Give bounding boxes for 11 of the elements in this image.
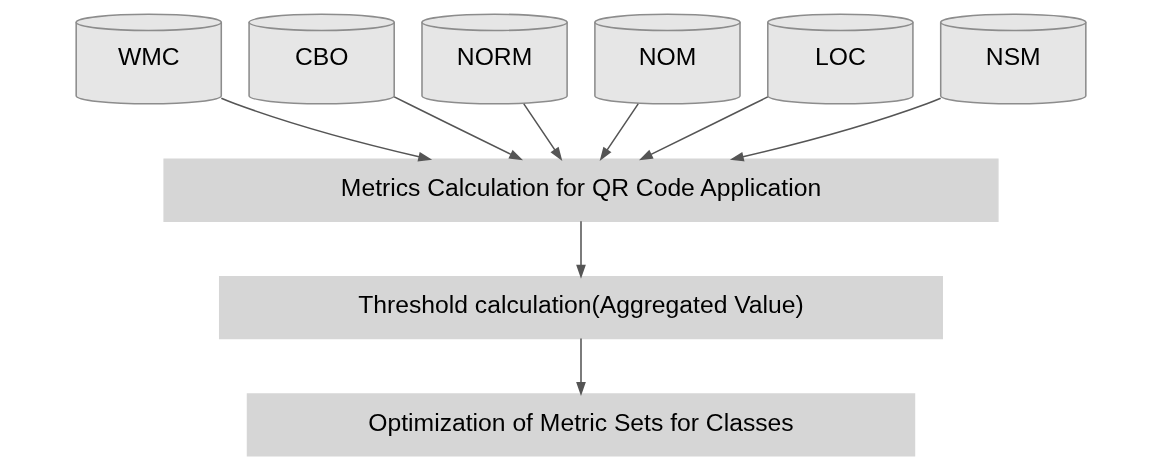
- arrow: [599, 103, 639, 161]
- arrow: [576, 220, 586, 279]
- arrow: [523, 103, 563, 161]
- arrow: [220, 97, 433, 162]
- node-box: Threshold calculation(Aggregated Value): [219, 275, 943, 340]
- arrow: [576, 337, 586, 396]
- arrow: [638, 96, 769, 161]
- node-box: Metrics Calculation for QR Code Application: [163, 158, 999, 222]
- node-box: Optimization of Metric Sets for Classes: [246, 393, 916, 457]
- arrow: [729, 97, 942, 162]
- arrow: [393, 96, 524, 161]
